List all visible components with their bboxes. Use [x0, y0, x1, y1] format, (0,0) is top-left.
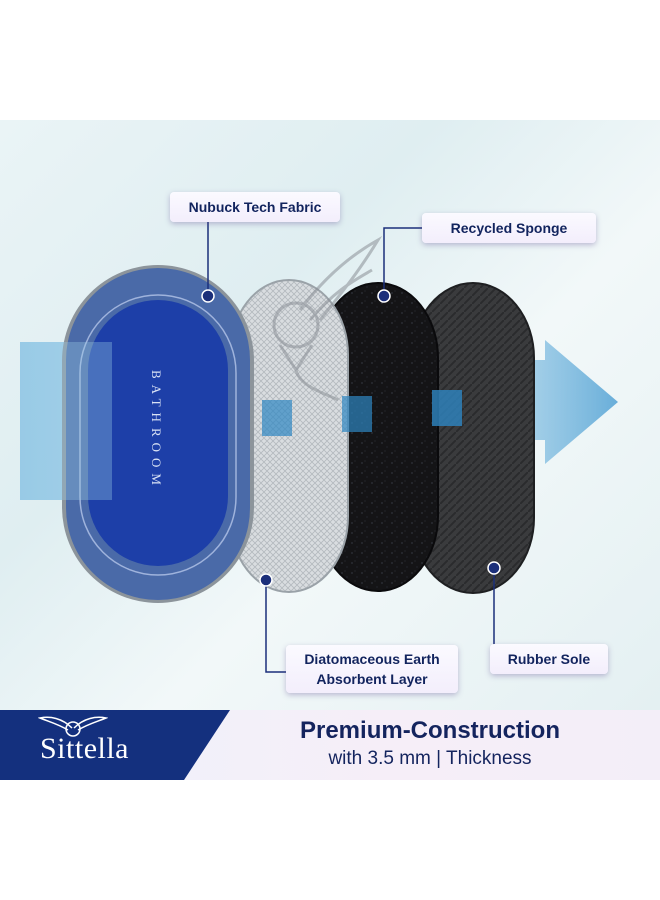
product-illustration: BATHROOM Nubuck Tech Fabric Recycled Spo… [0, 120, 660, 710]
earth-connector [265, 580, 286, 673]
callout-earth-line2: Absorbent Layer [316, 671, 428, 687]
rubber-dot [487, 561, 501, 575]
nubuck-dot [201, 289, 215, 303]
callout-sponge: Recycled Sponge [422, 213, 596, 243]
footer-headline: Premium-Construction with 3.5 mm | Thick… [230, 716, 630, 772]
callout-earth-line1: Diatomaceous Earth [304, 651, 440, 667]
callout-sponge-text: Recycled Sponge [450, 220, 568, 236]
wing-logo-watermark [272, 235, 383, 402]
mat-label-text: BATHROOM [149, 370, 164, 491]
callout-nubuck: Nubuck Tech Fabric [170, 192, 340, 222]
brand-band [0, 710, 230, 780]
layers-graphic: BATHROOM [20, 220, 618, 673]
brand-wing-icon [38, 716, 108, 737]
sponge-dot [377, 289, 391, 303]
sponge-connector [383, 227, 422, 296]
headline-subtitle: with 3.5 mm | Thickness [328, 748, 532, 769]
callout-rubber-text: Rubber Sole [507, 651, 591, 667]
callout-nubuck-text: Nubuck Tech Fabric [188, 199, 322, 215]
footer-banner: Sittella Premium-Construction with 3.5 m… [0, 710, 660, 780]
callout-rubber: Rubber Sole [490, 644, 608, 674]
bath-mat-layer [62, 265, 254, 603]
earth-dot [259, 573, 273, 587]
brand-name: Sittella [40, 732, 129, 765]
callout-earth: Diatomaceous Earth Absorbent Layer [286, 645, 458, 693]
headline-title: Premium-Construction [299, 717, 560, 744]
